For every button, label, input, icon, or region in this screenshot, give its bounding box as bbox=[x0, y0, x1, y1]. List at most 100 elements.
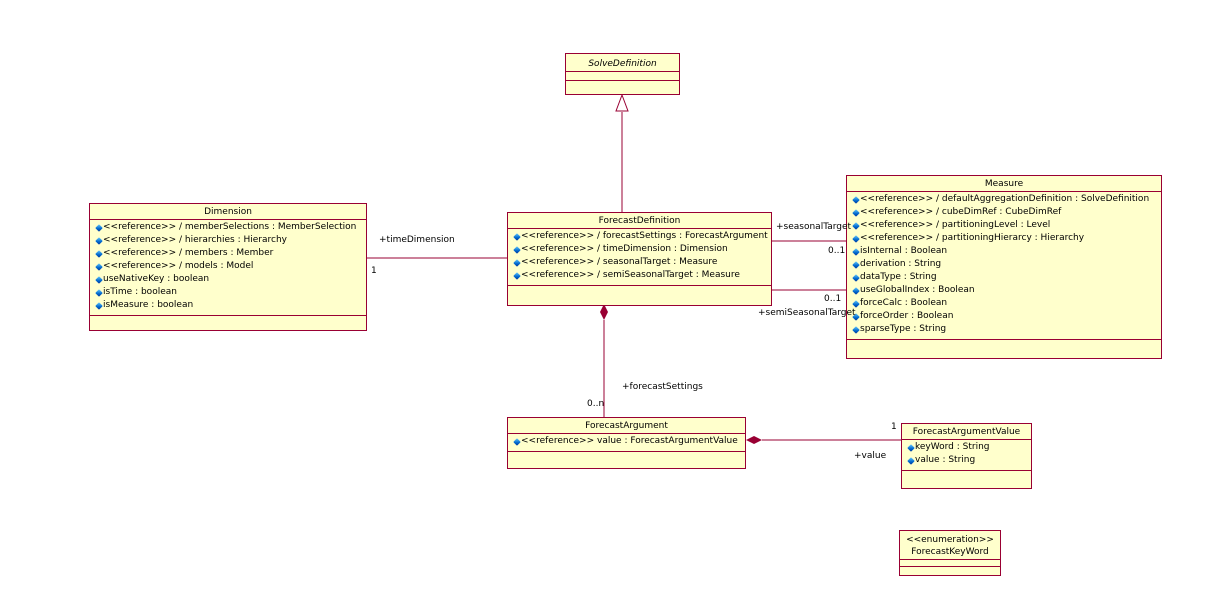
attribute-icon bbox=[852, 260, 860, 269]
attribute-row: <<reference>> / hierarchies : Hierarchy bbox=[95, 234, 366, 247]
value-multiplicity: 1 bbox=[891, 422, 897, 432]
time-dimension-role-label: +timeDimension bbox=[379, 235, 455, 245]
attribute-icon bbox=[513, 232, 521, 241]
class-dimension[interactable]: Dimension <<reference>> / memberSelectio… bbox=[89, 203, 367, 331]
class-attributes-compartment bbox=[900, 560, 1000, 567]
time-dimension-multiplicity: 1 bbox=[371, 266, 377, 276]
attribute-row: <<reference>> / defaultAggregationDefini… bbox=[852, 193, 1161, 206]
class-name: Dimension bbox=[90, 204, 366, 220]
attribute-row: <<reference>> value : ForecastArgumentVa… bbox=[513, 435, 745, 448]
attribute-icon bbox=[95, 301, 103, 310]
class-name: ForecastKeyWord bbox=[911, 547, 989, 557]
attribute-icon bbox=[852, 273, 860, 282]
generalization-arrowhead bbox=[615, 93, 629, 112]
class-forecast-argument[interactable]: ForecastArgument <<reference>> value : F… bbox=[507, 417, 746, 469]
attribute-text: sparseType : String bbox=[860, 324, 947, 334]
attribute-icon bbox=[513, 437, 521, 446]
attribute-icon bbox=[513, 258, 521, 267]
attribute-text: <<reference>> / members : Member bbox=[103, 248, 274, 258]
attribute-text: useGlobalIndex : Boolean bbox=[860, 285, 975, 295]
attribute-row: <<reference>> / forecastSettings : Forec… bbox=[513, 230, 771, 243]
attribute-icon bbox=[852, 195, 860, 204]
attribute-text: <<reference>> / memberSelections : Membe… bbox=[103, 222, 357, 232]
attribute-row: <<reference>> / models : Model bbox=[95, 260, 366, 273]
attribute-text: <<reference>> / semiSeasonalTarget : Mea… bbox=[521, 270, 740, 280]
forecast-settings-role-label: +forecastSettings bbox=[622, 382, 703, 392]
attribute-row: <<reference>> / seasonalTarget : Measure bbox=[513, 256, 771, 269]
attribute-row: isTime : boolean bbox=[95, 286, 366, 299]
attribute-text: <<reference>> / partitioningLevel : Leve… bbox=[860, 220, 1051, 230]
attribute-text: <<reference>> / partitioningHierarcy : H… bbox=[860, 233, 1085, 243]
attribute-text: <<reference>> / forecastSettings : Forec… bbox=[521, 231, 768, 241]
attribute-text: useNativeKey : boolean bbox=[103, 274, 210, 284]
class-forecast-key-word[interactable]: <<enumeration>> ForecastKeyWord bbox=[899, 530, 1001, 576]
class-name: ForecastDefinition bbox=[508, 213, 771, 229]
class-attributes-compartment: <<reference>> / defaultAggregationDefini… bbox=[847, 192, 1161, 340]
semi-seasonal-target-role-label: +semiSeasonalTarget bbox=[758, 308, 856, 318]
class-name: ForecastArgumentValue bbox=[902, 424, 1031, 440]
attribute-row: forceOrder : Boolean bbox=[852, 310, 1161, 323]
attribute-row: <<reference>> / cubeDimRef : CubeDimRef bbox=[852, 206, 1161, 219]
attribute-icon bbox=[852, 299, 860, 308]
attribute-icon bbox=[513, 245, 521, 254]
value-composition-diamond bbox=[746, 436, 762, 444]
class-attributes-compartment bbox=[566, 72, 679, 81]
attribute-icon bbox=[95, 249, 103, 258]
attribute-row: <<reference>> / semiSeasonalTarget : Mea… bbox=[513, 269, 771, 282]
attribute-row: isInternal : Boolean bbox=[852, 245, 1161, 258]
attribute-text: derivation : String bbox=[860, 259, 942, 269]
attribute-text: forceCalc : Boolean bbox=[860, 298, 948, 308]
attribute-icon bbox=[907, 443, 915, 452]
semi-seasonal-target-multiplicity: 0..1 bbox=[824, 294, 842, 304]
attribute-row: <<reference>> / partitioningHierarcy : H… bbox=[852, 232, 1161, 245]
attribute-text: isInternal : Boolean bbox=[860, 246, 948, 256]
class-forecast-argument-value[interactable]: ForecastArgumentValue keyWord : String v… bbox=[901, 423, 1032, 489]
attribute-icon bbox=[852, 325, 860, 334]
attribute-icon bbox=[852, 247, 860, 256]
attribute-text: <<reference>> / hierarchies : Hierarchy bbox=[103, 235, 287, 245]
attribute-row: <<reference>> / memberSelections : Membe… bbox=[95, 221, 366, 234]
attribute-text: <<reference>> / defaultAggregationDefini… bbox=[860, 194, 1150, 204]
class-measure[interactable]: Measure <<reference>> / defaultAggregati… bbox=[846, 175, 1162, 359]
attribute-row: isMeasure : boolean bbox=[95, 299, 366, 312]
forecast-settings-composition-diamond bbox=[600, 304, 608, 320]
attribute-row: value : String bbox=[907, 454, 1031, 467]
value-role-label: +value bbox=[854, 451, 887, 461]
attribute-text: <<reference>> / seasonalTarget : Measure bbox=[521, 257, 718, 267]
seasonal-target-role-label: +seasonalTarget bbox=[776, 222, 852, 232]
attribute-row: keyWord : String bbox=[907, 441, 1031, 454]
attribute-icon bbox=[95, 236, 103, 245]
attribute-icon bbox=[513, 271, 521, 280]
attribute-text: <<reference>> / timeDimension : Dimensio… bbox=[521, 244, 728, 254]
attribute-icon bbox=[95, 223, 103, 232]
attribute-icon bbox=[95, 275, 103, 284]
attribute-row: useGlobalIndex : Boolean bbox=[852, 284, 1161, 297]
attribute-row: <<reference>> / partitioningLevel : Leve… bbox=[852, 219, 1161, 232]
class-solve-definition[interactable]: SolveDefinition bbox=[565, 53, 680, 95]
class-name-block: <<enumeration>> ForecastKeyWord bbox=[900, 531, 1000, 560]
attribute-row: <<reference>> / members : Member bbox=[95, 247, 366, 260]
attribute-text: <<reference>> value : ForecastArgumentVa… bbox=[521, 436, 738, 446]
attribute-text: forceOrder : Boolean bbox=[860, 311, 954, 321]
attribute-row: derivation : String bbox=[852, 258, 1161, 271]
attribute-icon bbox=[907, 456, 915, 465]
attribute-text: keyWord : String bbox=[915, 442, 990, 452]
class-attributes-compartment: <<reference>> / memberSelections : Membe… bbox=[90, 220, 366, 316]
attribute-text: <<reference>> / models : Model bbox=[103, 261, 254, 271]
attribute-text: value : String bbox=[915, 455, 976, 465]
attribute-row: useNativeKey : boolean bbox=[95, 273, 366, 286]
attribute-row: forceCalc : Boolean bbox=[852, 297, 1161, 310]
attribute-text: isMeasure : boolean bbox=[103, 300, 194, 310]
attribute-icon bbox=[95, 288, 103, 297]
class-forecast-definition[interactable]: ForecastDefinition <<reference>> / forec… bbox=[507, 212, 772, 306]
class-attributes-compartment: keyWord : String value : String bbox=[902, 440, 1031, 471]
attribute-icon bbox=[852, 286, 860, 295]
attribute-icon bbox=[95, 262, 103, 271]
class-attributes-compartment: <<reference>> value : ForecastArgumentVa… bbox=[508, 434, 745, 452]
attribute-row: dataType : String bbox=[852, 271, 1161, 284]
attribute-row: <<reference>> / timeDimension : Dimensio… bbox=[513, 243, 771, 256]
attribute-icon bbox=[852, 221, 860, 230]
class-attributes-compartment: <<reference>> / forecastSettings : Forec… bbox=[508, 229, 771, 286]
attribute-icon bbox=[852, 208, 860, 217]
